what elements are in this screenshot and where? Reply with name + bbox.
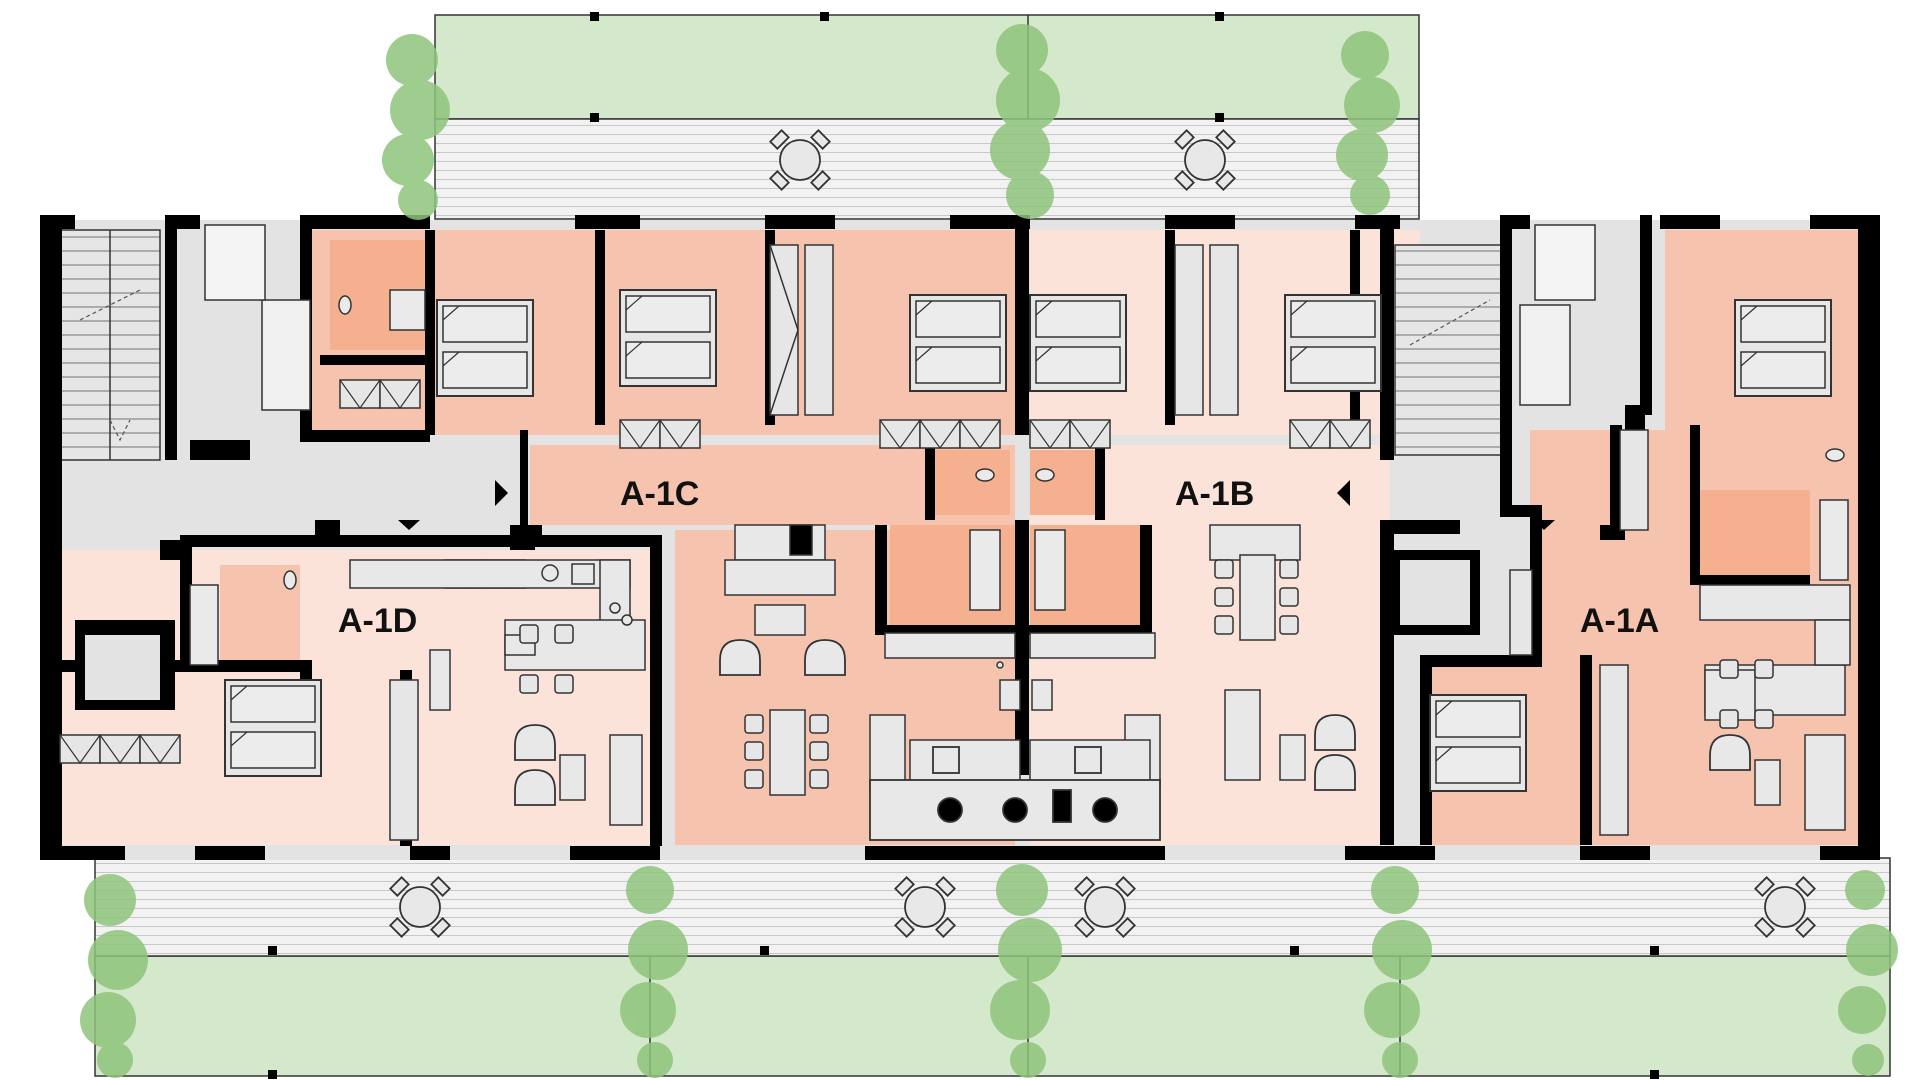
lift-west <box>75 625 170 710</box>
dining-tables <box>504 554 1756 796</box>
tall-wardrobes <box>389 244 1649 841</box>
lift-east <box>1390 550 1480 635</box>
staircase-east <box>1394 244 1506 456</box>
armchairs <box>514 639 1751 806</box>
central-counter <box>869 746 1161 841</box>
sofas <box>559 559 1846 831</box>
unit-label-a1c: A-1C <box>620 475 699 513</box>
lawn-north <box>434 14 1420 120</box>
unit-label-a1b: A-1B <box>1175 475 1254 513</box>
terrace-south <box>94 857 1891 957</box>
unit-label-a1d: A-1D <box>338 602 417 640</box>
bathroom-fixtures <box>189 289 1849 666</box>
unit-label-a1a: A-1A <box>1580 602 1659 640</box>
entrance-arrows <box>398 480 1555 530</box>
terrace-tables <box>389 129 1816 938</box>
trees <box>80 24 1898 1078</box>
balconies <box>204 224 1596 301</box>
terrace-north <box>434 118 1420 220</box>
staircase-west <box>59 229 161 461</box>
terrace-posts <box>268 12 1659 1079</box>
